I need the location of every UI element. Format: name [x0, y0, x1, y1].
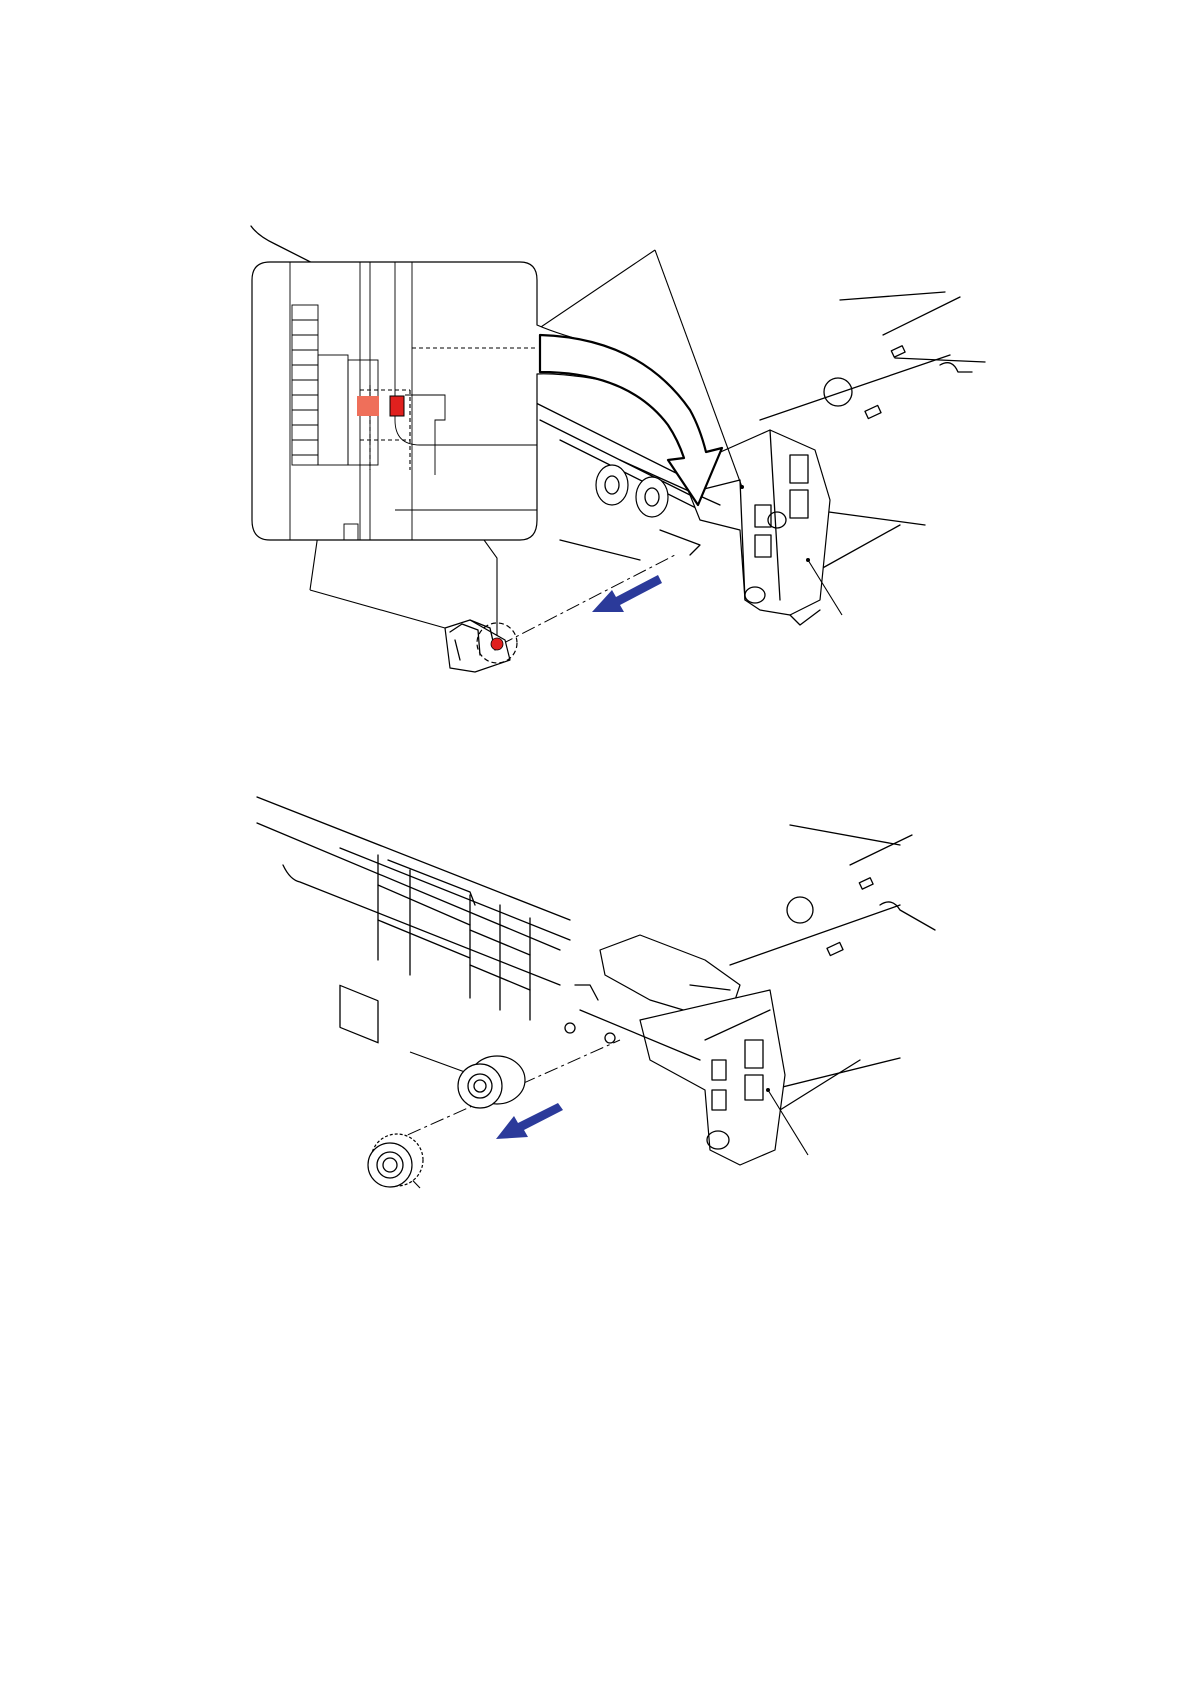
- gear-part: [368, 1134, 423, 1187]
- pull-arrow-icon-2: [496, 1103, 563, 1139]
- bearing-part: [458, 1056, 525, 1108]
